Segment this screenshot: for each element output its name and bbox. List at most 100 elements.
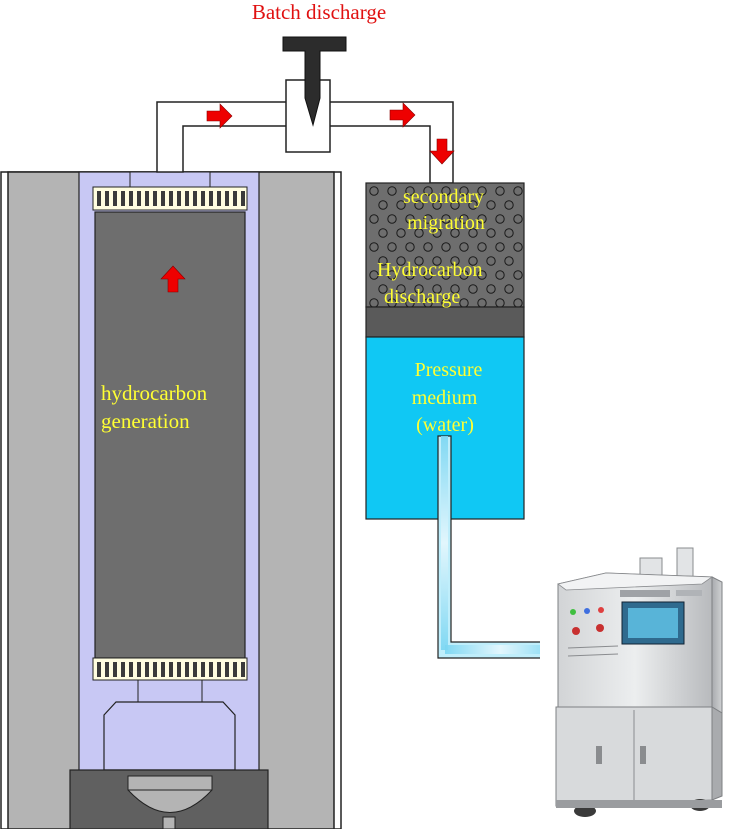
batch-discharge-label: Batch discharge <box>252 0 386 24</box>
bubble <box>423 270 433 280</box>
perforation <box>209 662 213 677</box>
perforation <box>177 662 181 677</box>
bubble <box>414 284 424 294</box>
perforation <box>105 662 109 677</box>
hydrocarbon-discharge-label: Hydrocarbon discharge <box>377 259 488 308</box>
bubble <box>486 228 496 238</box>
separator-piston <box>365 306 525 338</box>
secondary-migration-line-2: migration <box>407 212 485 234</box>
red-arrow-icon <box>389 102 416 128</box>
perforation <box>145 191 149 206</box>
discharge-piping <box>156 36 455 184</box>
bubble <box>414 228 424 238</box>
oil-bubbles <box>369 186 523 308</box>
bubble <box>378 200 388 210</box>
top-plug <box>129 171 211 188</box>
bubble <box>495 270 505 280</box>
bubble <box>459 214 469 224</box>
bubble <box>477 242 487 252</box>
bubble <box>450 284 460 294</box>
bubble <box>495 186 505 196</box>
bubble <box>423 186 433 196</box>
bubble <box>405 270 415 280</box>
bubble <box>405 186 415 196</box>
bubble <box>477 186 487 196</box>
perforation <box>153 662 157 677</box>
perforation <box>121 191 125 206</box>
bubble <box>486 200 496 210</box>
bubble <box>513 214 523 224</box>
bubble <box>414 200 424 210</box>
hydrocarbon-generation-line-1: hydrocarbon <box>101 381 208 405</box>
bubble <box>387 214 397 224</box>
perforation <box>161 191 165 206</box>
red-arrow-icon <box>160 265 186 293</box>
perforation <box>241 662 245 677</box>
bubble <box>504 200 514 210</box>
bubble <box>441 214 451 224</box>
perforation <box>193 662 197 677</box>
bubble <box>513 270 523 280</box>
bubble <box>468 256 478 266</box>
hydrocarbon-generation-line-2: generation <box>101 409 190 433</box>
perforation <box>105 191 109 206</box>
bubble <box>396 228 406 238</box>
pump-machine-icon <box>540 537 733 829</box>
perforation <box>177 191 181 206</box>
perforation <box>225 191 229 206</box>
perforation <box>201 662 205 677</box>
bubble <box>414 256 424 266</box>
bubble <box>432 228 442 238</box>
perforation <box>97 662 101 677</box>
perforation <box>129 662 133 677</box>
bubble <box>468 228 478 238</box>
pressure-medium-line-1: Pressure <box>415 359 483 381</box>
bubble <box>450 200 460 210</box>
bubble <box>387 186 397 196</box>
bubble <box>369 186 379 196</box>
bubble <box>387 270 397 280</box>
bubble <box>405 242 415 252</box>
bubble <box>513 186 523 196</box>
perforation <box>185 191 189 206</box>
bubble <box>423 242 433 252</box>
bubble <box>423 214 433 224</box>
perforation <box>233 191 237 206</box>
red-arrow-icon <box>206 103 233 129</box>
bubble <box>369 270 379 280</box>
pressure-medium-line-3: (water) <box>416 414 474 436</box>
bubble <box>459 242 469 252</box>
bubble <box>432 200 442 210</box>
perforation <box>137 662 141 677</box>
perforation <box>113 662 117 677</box>
top-plate-perforations <box>97 191 245 206</box>
bubble <box>495 242 505 252</box>
bubble <box>387 242 397 252</box>
bubble <box>477 214 487 224</box>
bubble <box>378 256 388 266</box>
perforation <box>129 191 133 206</box>
piston-rod <box>137 679 203 703</box>
perforation <box>97 191 101 206</box>
perforation <box>113 191 117 206</box>
bubble <box>450 228 460 238</box>
bubble <box>378 228 388 238</box>
hydrocarbon-generation-label: hydrocarbon generation <box>101 381 212 433</box>
bubble <box>513 242 523 252</box>
bubble <box>432 256 442 266</box>
pressure-medium-label: Pressure medium (water) <box>412 359 488 436</box>
piston-head <box>103 701 236 771</box>
bubble <box>459 270 469 280</box>
valve-icon <box>282 36 347 127</box>
bubble <box>396 200 406 210</box>
perforation <box>137 191 141 206</box>
hydrocarbon-discharge-line-2: discharge <box>384 286 460 308</box>
bubble <box>378 284 388 294</box>
perforation <box>217 191 221 206</box>
migration-chamber <box>365 182 525 308</box>
bubble <box>441 186 451 196</box>
perforation <box>161 662 165 677</box>
perforation <box>209 191 213 206</box>
